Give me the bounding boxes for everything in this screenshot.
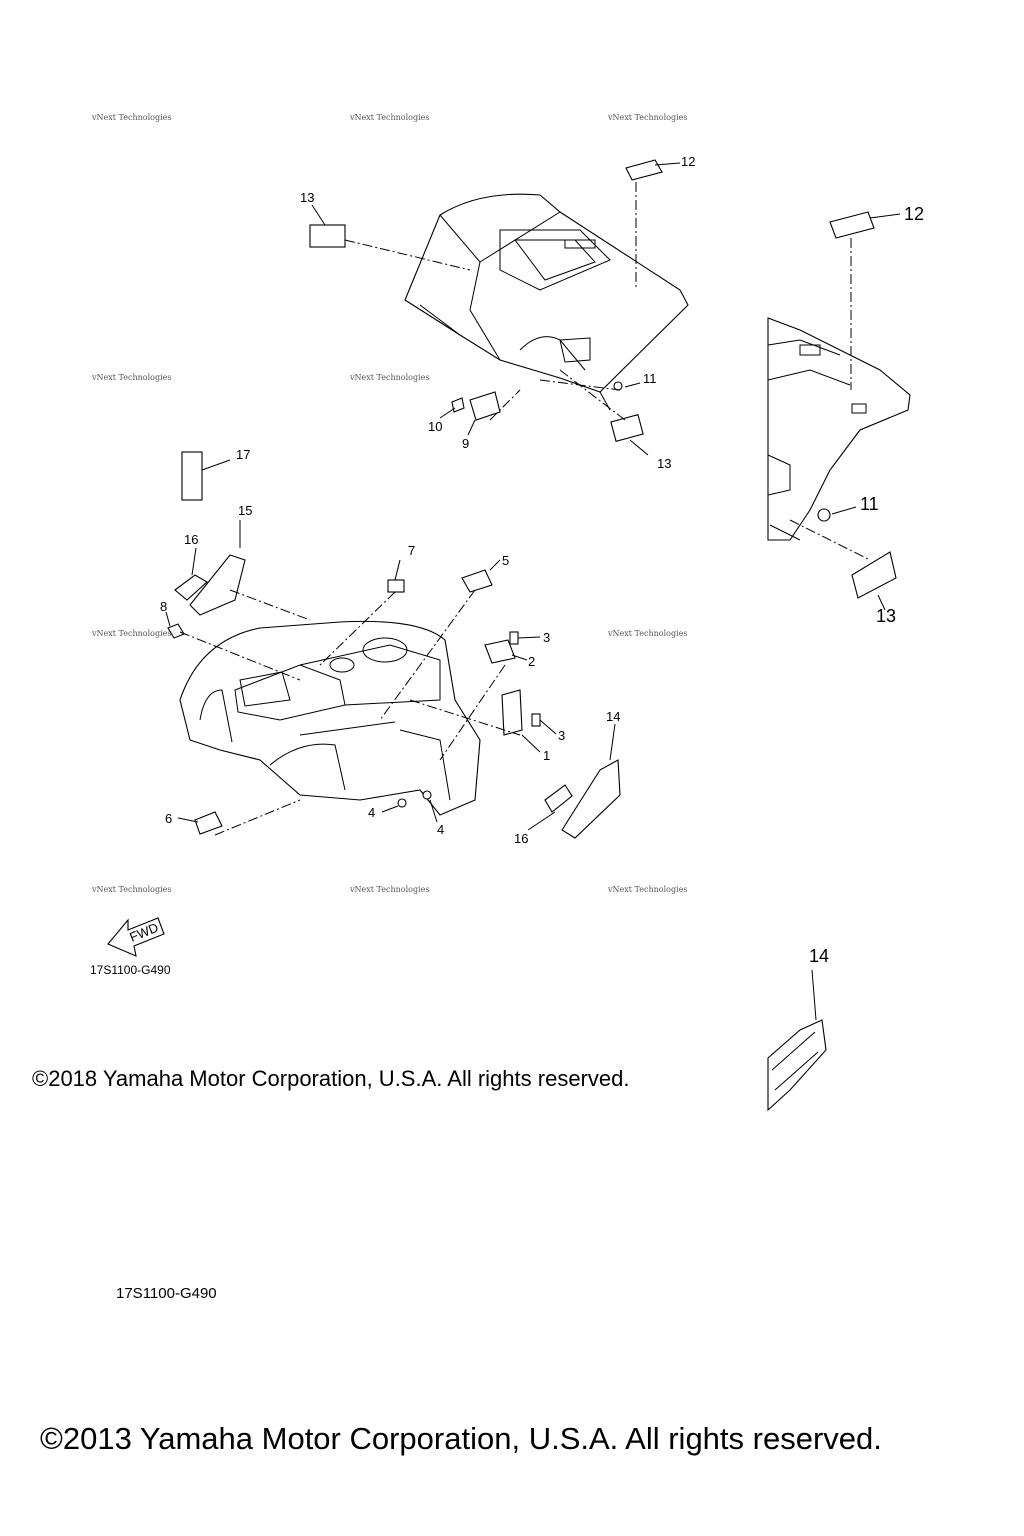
- screw-3a: [509, 631, 519, 645]
- callout-2: 2: [528, 654, 535, 669]
- detail-callout-11: 11: [860, 494, 879, 514]
- plate-9: [469, 391, 501, 421]
- callout-leaders: [165, 162, 681, 831]
- callout-labels: 1 2 3 3 4 4 5 6 7 8 9 10 11 12 13 13 14 …: [160, 154, 695, 846]
- callout-10: 10: [428, 419, 442, 434]
- watermark: vNext Technologies: [349, 113, 429, 122]
- callout-11: 11: [643, 371, 657, 386]
- callout-3b: 3: [558, 728, 565, 743]
- callout-17: 17: [236, 447, 250, 462]
- watermark: vNext Technologies: [607, 629, 687, 638]
- emblem-14: [561, 759, 621, 839]
- rear-fender: [404, 193, 689, 411]
- callout-13a: 13: [300, 190, 314, 205]
- decal-16b: [544, 784, 573, 813]
- screw-3b: [531, 713, 541, 727]
- watermark: vNext Technologies: [607, 885, 687, 894]
- watermark: vNext Technologies: [91, 885, 171, 894]
- decal-12: [625, 159, 663, 181]
- copyright-2013: ©2013 Yamaha Motor Corporation, U.S.A. A…: [40, 1421, 882, 1456]
- callout-4a: 4: [368, 805, 375, 820]
- watermark: vNext Technologies: [349, 885, 429, 894]
- label-7: [387, 579, 405, 593]
- panel-1: [501, 689, 523, 736]
- callout-6: 6: [165, 811, 172, 826]
- decal-6: [194, 811, 223, 835]
- emblem-13: [610, 414, 644, 442]
- label-17: [181, 451, 203, 501]
- decal-16: [174, 574, 208, 601]
- callout-16a: 16: [184, 532, 198, 547]
- callout-4b: 4: [437, 822, 444, 837]
- plate-2: [484, 639, 516, 664]
- callout-14: 14: [606, 709, 620, 724]
- detail-callout-13: 13: [876, 606, 896, 626]
- grommet-11: [613, 381, 623, 391]
- small-parts: [167, 159, 663, 839]
- copyright-2018: ©2018 Yamaha Motor Corporation, U.S.A. A…: [32, 1066, 629, 1091]
- fwd-arrow: FWD: [107, 917, 165, 957]
- leader-lines: [179, 182, 637, 836]
- front-fender: [179, 620, 481, 816]
- decal-15: [189, 554, 246, 616]
- callout-13b: 13: [657, 456, 671, 471]
- callout-1: 1: [543, 748, 550, 763]
- detail-rear-fender: 12 11 13: [767, 204, 924, 626]
- watermark: vNext Technologies: [607, 113, 687, 122]
- diagram-code: 17S1100-G490: [90, 963, 171, 977]
- label-5: [461, 569, 493, 593]
- callout-3a: 3: [543, 630, 550, 645]
- detail-emblem-14: 14: [767, 946, 829, 1112]
- callout-9: 9: [462, 436, 469, 451]
- watermark: vNext Technologies: [91, 629, 171, 638]
- callout-16b: 16: [514, 831, 528, 846]
- detail-callout-14: 14: [809, 946, 829, 966]
- watermark: vNext Technologies: [91, 113, 171, 122]
- detail-callout-12: 12: [904, 204, 924, 224]
- callout-12: 12: [681, 154, 695, 169]
- bolt-10: [451, 397, 465, 413]
- diagram-code-2: 17S1100-G490: [116, 1285, 217, 1302]
- watermark: vNext Technologies: [349, 373, 429, 382]
- grommet-4a: [397, 798, 407, 808]
- callout-15: 15: [238, 503, 252, 518]
- grommet-4b: [422, 790, 432, 800]
- watermark: vNext Technologies: [91, 373, 171, 382]
- callout-5: 5: [502, 553, 509, 568]
- callout-7: 7: [408, 543, 415, 558]
- callout-8: 8: [160, 599, 167, 614]
- decal-13: [309, 224, 346, 248]
